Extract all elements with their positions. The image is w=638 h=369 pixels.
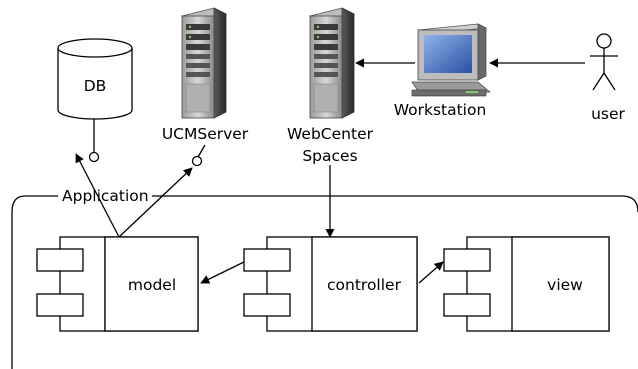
webcenter-server-icon	[308, 7, 356, 119]
user-actor-icon	[590, 33, 618, 91]
model-to-db-arrow	[75, 153, 120, 238]
controller-to-view-arrow	[418, 261, 444, 284]
workstation-icon	[411, 23, 491, 97]
controller-to-model-arrow	[200, 261, 245, 284]
view-component: view	[443, 236, 610, 332]
ucm-port-line	[197, 144, 206, 158]
webcenter-label-line2: Spaces	[302, 147, 357, 165]
view-label: view	[547, 276, 583, 294]
webcenter-label-line1: WebCenter	[287, 125, 374, 143]
model-to-ucmserver-arrow	[118, 167, 193, 238]
controller-component: controller	[243, 236, 418, 332]
ucm-server-icon	[180, 7, 228, 119]
ucm-server-label: UCMServer	[162, 125, 249, 143]
ucm-interface-port	[191, 155, 203, 167]
application-label: Application	[62, 187, 149, 205]
db-interface-port	[88, 151, 100, 163]
model-label: model	[128, 276, 176, 294]
workstation-label: Workstation	[394, 101, 487, 119]
controller-label: controller	[327, 276, 402, 294]
model-component: model	[36, 236, 199, 332]
db-node: DB	[57, 38, 133, 120]
db-label: DB	[84, 77, 107, 95]
user-label: user	[591, 105, 625, 123]
